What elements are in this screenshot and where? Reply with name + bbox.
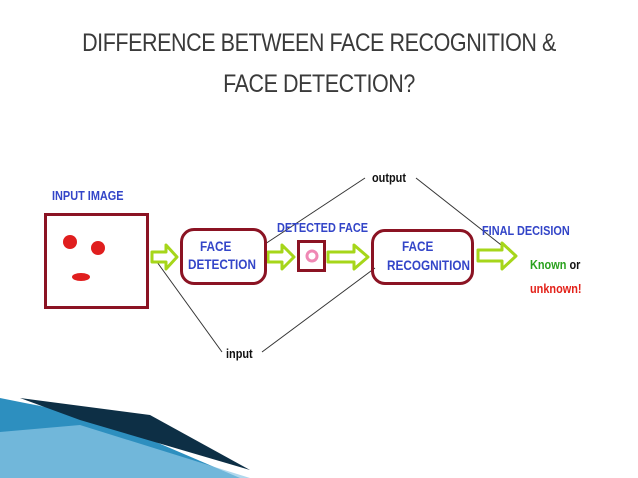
face-detection-box (180, 228, 267, 285)
face-recognition-line-1: FACE (402, 238, 434, 254)
connector-output-to-final (415, 177, 506, 249)
corner-wave-dark (20, 398, 250, 470)
input-image-box (44, 213, 149, 309)
corner-wave-highlight (0, 425, 250, 478)
detected-face-ring (305, 249, 319, 263)
decision-line-1: Known or (530, 257, 580, 272)
detected-face-label: DETECTED FACE (277, 220, 369, 235)
unknown-text: unknown! (530, 281, 582, 296)
output-label: output (372, 170, 406, 185)
arrow-recognition-to-decision (476, 241, 518, 271)
connector-input-to-recognition (261, 267, 376, 353)
final-decision-label: FINAL DECISION (482, 223, 570, 238)
arrow-detected-to-recognition (326, 243, 370, 271)
slide-title-line-1: DIFFERENCE BETWEEN FACE RECOGNITION & (82, 29, 556, 57)
face-recognition-line-2: RECOGNITION (387, 257, 470, 273)
known-text: Known (530, 257, 567, 272)
input-image-label: INPUT IMAGE (52, 188, 124, 203)
face-mouth (72, 273, 90, 281)
input-label: input (226, 346, 253, 361)
arrow-detection-to-detected (266, 243, 296, 271)
face-right-eye (91, 241, 105, 255)
face-detection-line-2: DETECTION (188, 256, 256, 272)
detected-face-box (297, 240, 326, 272)
slide-title-line-2: FACE DETECTION? (223, 70, 415, 98)
face-recognition-box (371, 229, 474, 285)
connector-detection-to-input (156, 261, 223, 353)
arrow-input-to-detection (150, 243, 179, 271)
face-detection-line-1: FACE (200, 238, 232, 254)
connector-detection-to-output (264, 177, 366, 245)
or-text: or (569, 257, 581, 272)
face-left-eye (63, 235, 77, 249)
